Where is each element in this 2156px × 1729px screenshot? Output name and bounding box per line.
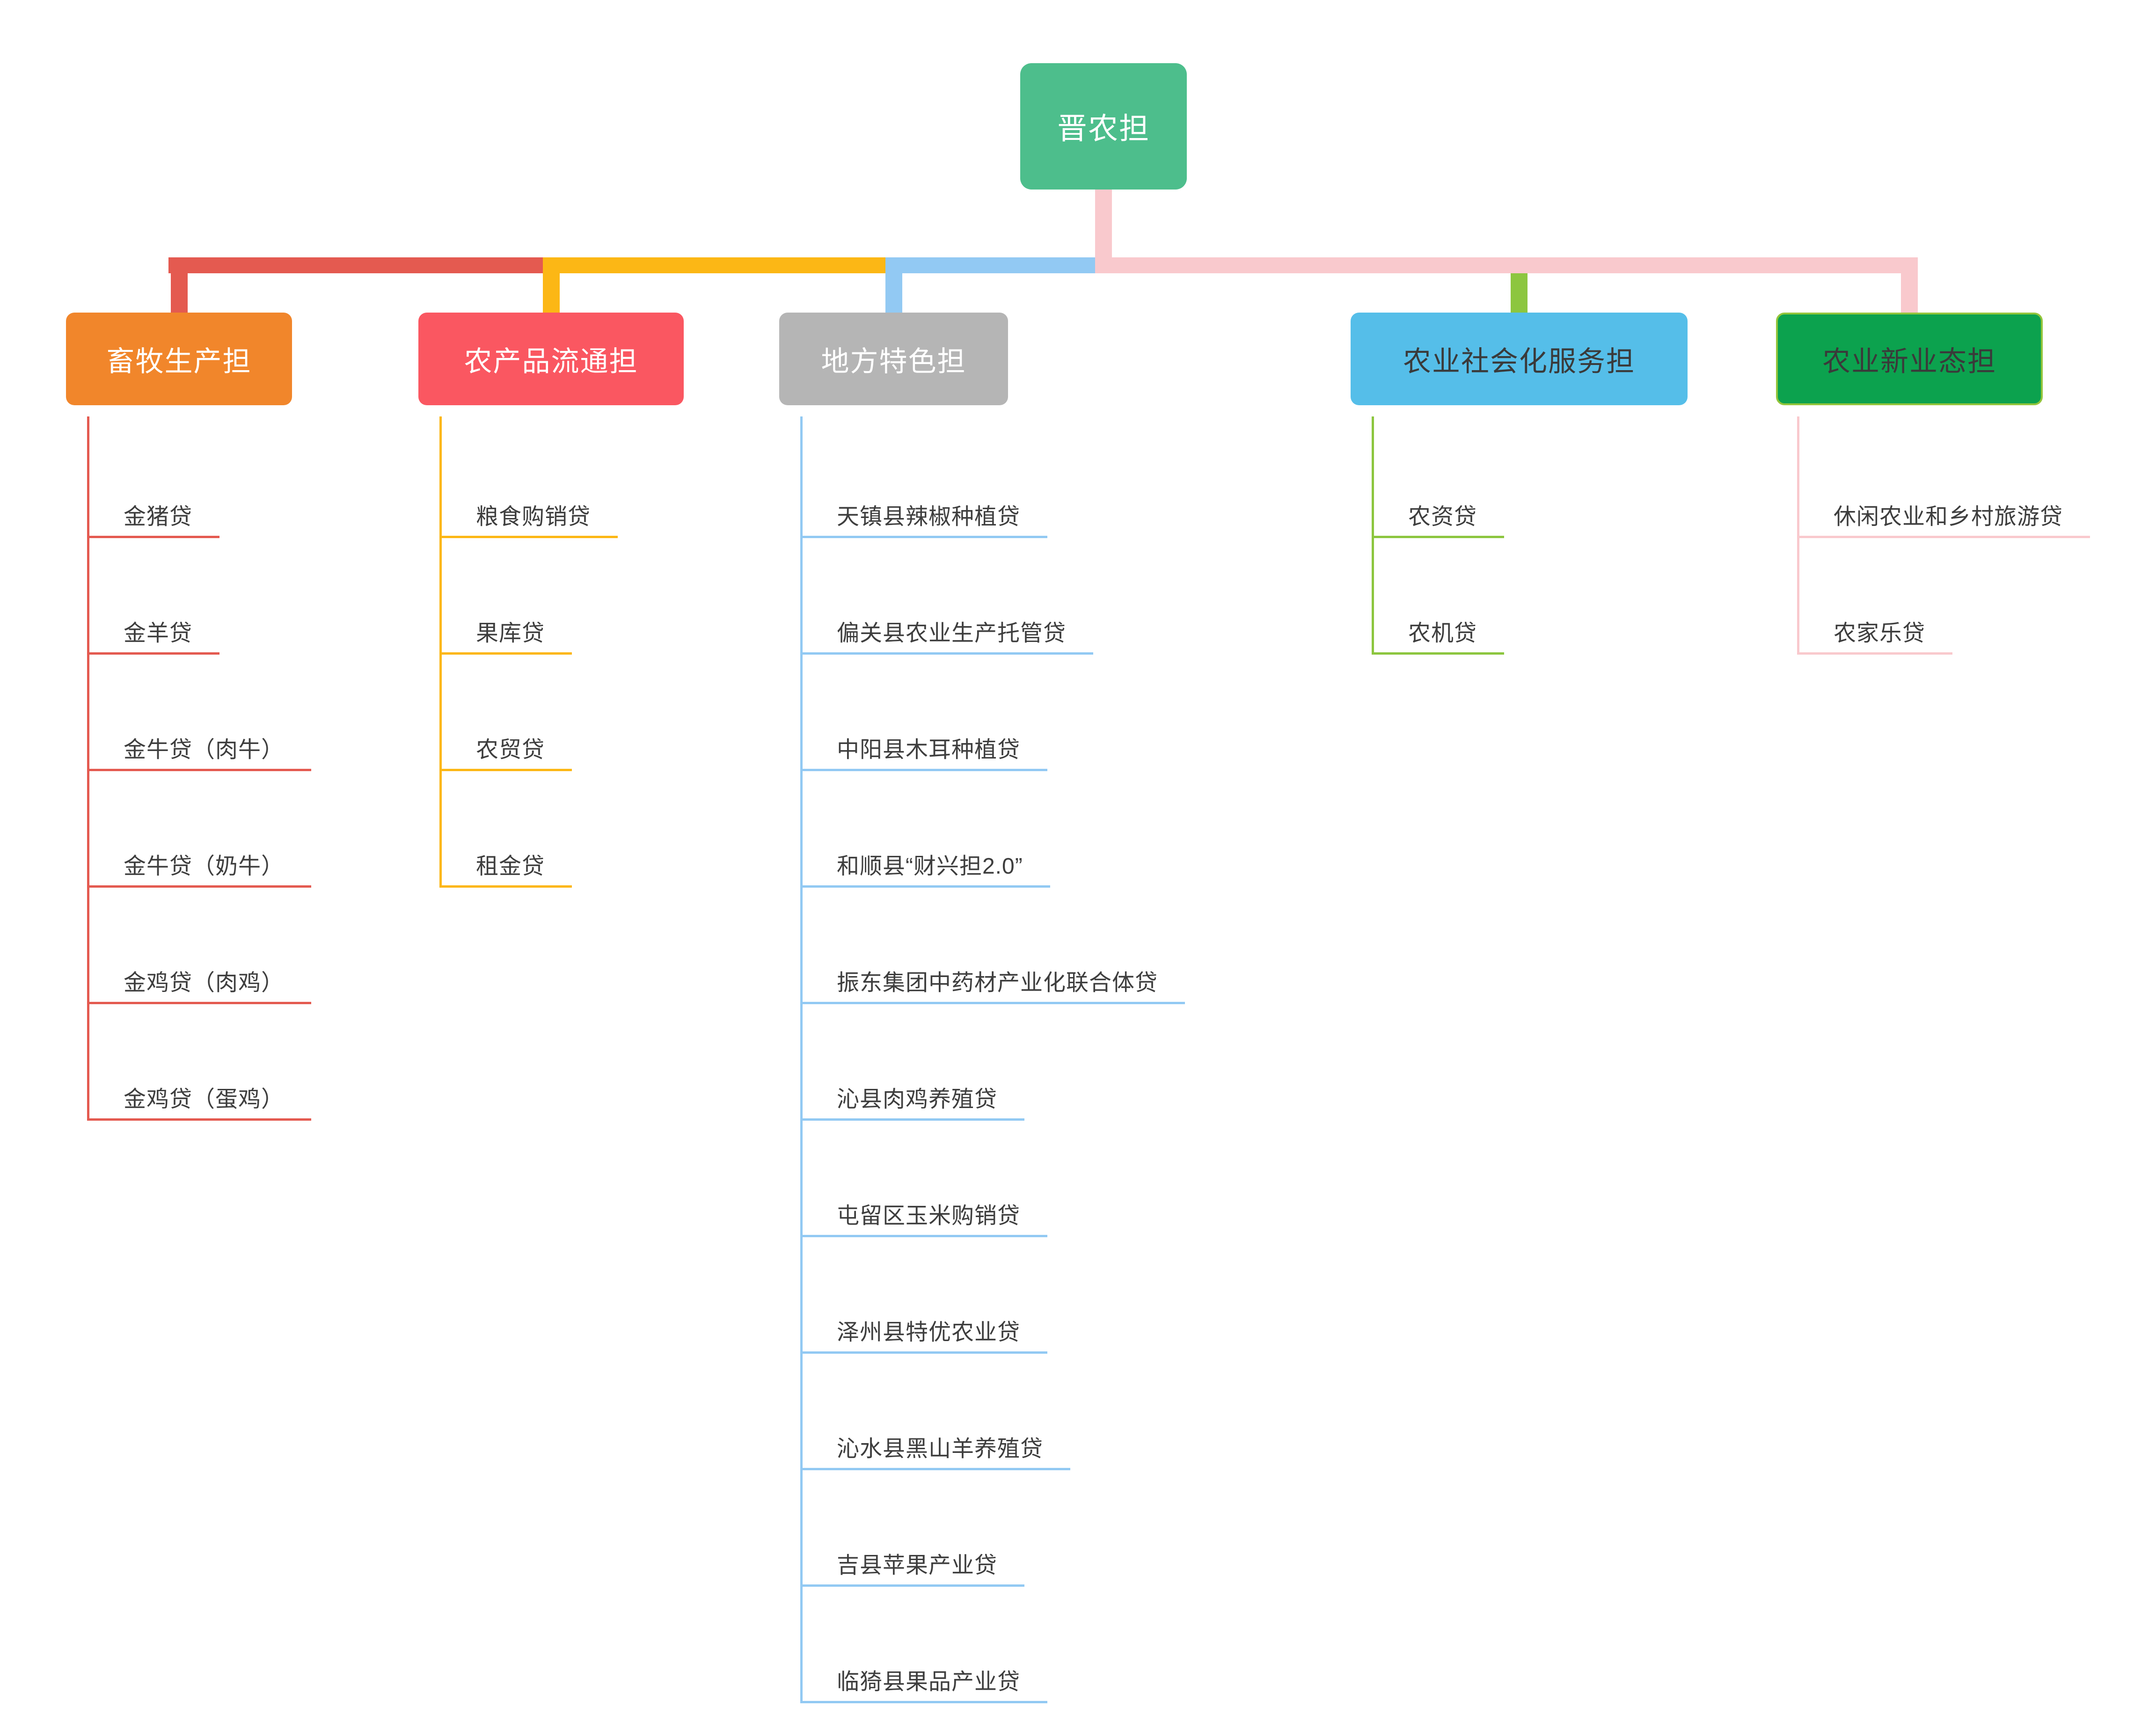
leaf-topic[interactable]: 天镇县辣椒种植贷 (800, 498, 1048, 538)
leaf-topic[interactable]: 休闲农业和乡村旅游贷 (1797, 498, 2090, 538)
leaf-topic[interactable]: 振东集团中药材产业化联合体贷 (800, 964, 1185, 1004)
leaf-topic[interactable]: 农贸贷 (439, 731, 572, 771)
leaf-topic[interactable]: 临猗县果品产业贷 (800, 1663, 1048, 1703)
connector-children-line (1797, 416, 1799, 655)
connector-children-line (87, 416, 89, 1121)
leaf-topic[interactable]: 金猪贷 (87, 498, 220, 538)
leaf-topic[interactable]: 偏关县农业生产托管贷 (800, 615, 1094, 655)
leaf-topic[interactable]: 泽州县特优农业贷 (800, 1314, 1048, 1354)
leaf-topic[interactable]: 农机贷 (1372, 615, 1505, 655)
leaf-topic[interactable]: 金鸡贷（肉鸡） (87, 964, 312, 1004)
leaf-topic[interactable]: 金牛贷（奶牛） (87, 848, 312, 888)
leaf-topic[interactable]: 粮食购销贷 (439, 498, 618, 538)
branch-topic[interactable]: 农产品流通担 (418, 313, 684, 405)
branch-topic[interactable]: 地方特色担 (779, 313, 1008, 405)
root-topic[interactable]: 晋农担 (1020, 63, 1187, 190)
connector-branch-drop (1901, 273, 1918, 313)
connector-rail-segment (543, 257, 885, 273)
connector-children-line (800, 416, 803, 1703)
leaf-topic[interactable]: 和顺县“财兴担2.0” (800, 848, 1050, 888)
leaf-topic[interactable]: 金鸡贷（蛋鸡） (87, 1081, 312, 1121)
connector-children-line (1372, 416, 1374, 655)
connector-rail-segment (168, 257, 543, 273)
connector-rail-segment (885, 257, 1095, 273)
leaf-topic[interactable]: 金牛贷（肉牛） (87, 731, 312, 771)
connector-branch-drop (542, 273, 560, 313)
leaf-topic[interactable]: 屯留区玉米购销贷 (800, 1197, 1048, 1237)
connector-rail-segment (1095, 257, 1918, 273)
leaf-topic[interactable]: 农家乐贷 (1797, 615, 1953, 655)
branch-topic[interactable]: 畜牧生产担 (66, 313, 292, 405)
leaf-topic[interactable]: 租金贷 (439, 848, 572, 888)
connector-branch-drop (885, 273, 902, 313)
leaf-topic[interactable]: 金羊贷 (87, 615, 220, 655)
leaf-topic[interactable]: 中阳县木耳种植贷 (800, 731, 1048, 771)
connector-root-trunk (1095, 190, 1112, 257)
leaf-topic[interactable]: 果库贷 (439, 615, 572, 655)
branch-topic[interactable]: 农业新业态担 (1776, 313, 2043, 405)
leaf-topic[interactable]: 沁县肉鸡养殖贷 (800, 1081, 1025, 1121)
leaf-topic[interactable]: 沁水县黑山羊养殖贷 (800, 1430, 1071, 1470)
connector-children-line (439, 416, 442, 888)
leaf-topic[interactable]: 吉县苹果产业贷 (800, 1547, 1025, 1587)
connector-branch-drop (170, 273, 188, 313)
branch-topic[interactable]: 农业社会化服务担 (1351, 313, 1688, 405)
connector-branch-drop (1511, 273, 1527, 313)
leaf-topic[interactable]: 农资贷 (1372, 498, 1505, 538)
